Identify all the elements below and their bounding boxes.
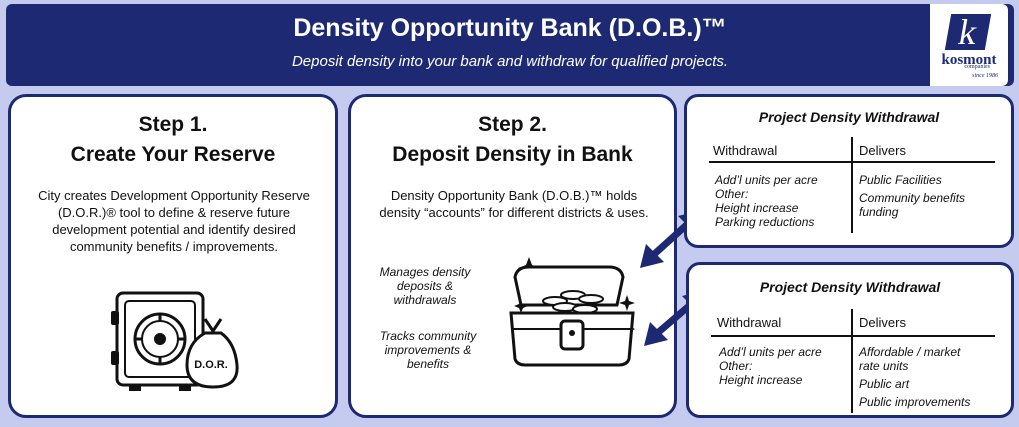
logo-name: kosmont	[941, 52, 997, 68]
logo-tagline: companies	[964, 64, 990, 70]
withdrawal-item: Add’l units per acre	[719, 345, 822, 359]
bag-label: D.O.R.	[194, 359, 228, 371]
table-column-divider	[851, 137, 853, 233]
delivers-col-header: Delivers	[859, 315, 906, 330]
step2-note-tracking: Tracks community improvements & benefits	[379, 329, 477, 371]
delivers-item: Public improvements	[859, 395, 971, 409]
withdrawal-card-2: Project Density Withdrawal Withdrawal De…	[686, 262, 1014, 418]
table-divider	[711, 335, 995, 337]
logo-since: since 1986	[972, 73, 998, 79]
withdrawal-col-header: Withdrawal	[717, 315, 782, 330]
delivers-item: Public art	[859, 377, 910, 391]
banner-subtitle: Deposit density into your bank and withd…	[291, 53, 729, 70]
kosmont-logo: k kosmont companies since 1986	[930, 4, 1008, 86]
logo-k-mark-icon: k	[944, 12, 992, 52]
step2-title-line2: Deposit Density in Bank	[392, 143, 633, 166]
delivers-item: Affordable / market rate units	[859, 345, 961, 373]
step1-title-line1: Step 1.	[138, 113, 208, 136]
delivers-item: Community benefits funding	[859, 191, 966, 219]
withdrawal-col-header: Withdrawal	[713, 143, 778, 158]
step1-body: City creates Development Opportunity Res…	[38, 188, 310, 254]
withdrawal-item: Other:	[719, 359, 753, 373]
step2-body: Density Opportunity Bank (D.O.B.)™ holds…	[379, 188, 649, 220]
delivers-col-header: Delivers	[859, 143, 906, 158]
withdrawal-item: Height increase	[719, 373, 803, 387]
withdrawal-title: Project Density Withdrawal	[758, 109, 940, 125]
banner-title: Density Opportunity Bank (D.O.B.)™	[293, 14, 727, 42]
table-column-divider	[851, 309, 853, 413]
withdrawal-title: Project Density Withdrawal	[759, 279, 941, 295]
withdrawal-item: Add’l units per acre	[715, 173, 818, 187]
delivers-item: Public Facilities	[859, 173, 942, 187]
withdrawal-card-1: Project Density Withdrawal Withdrawal De…	[684, 94, 1014, 248]
step2-note-deposits: Manages density deposits & withdrawals	[379, 265, 471, 307]
step1-title-line2: Create Your Reserve	[70, 143, 276, 166]
withdrawal-item: Parking reductions	[715, 215, 815, 229]
withdrawal-item: Other:	[715, 187, 749, 201]
step1-card: Step 1. Create Your Reserve City creates…	[8, 94, 338, 418]
step2-title-line1: Step 2.	[478, 113, 547, 136]
step2-card: Step 2. Deposit Density in Bank Density …	[348, 94, 677, 418]
title-banner: Density Opportunity Bank (D.O.B.)™ Depos…	[6, 4, 1014, 86]
vault-icon	[111, 291, 239, 391]
treasure-chest-icon	[509, 257, 635, 367]
withdrawal-item: Height increase	[715, 201, 799, 215]
